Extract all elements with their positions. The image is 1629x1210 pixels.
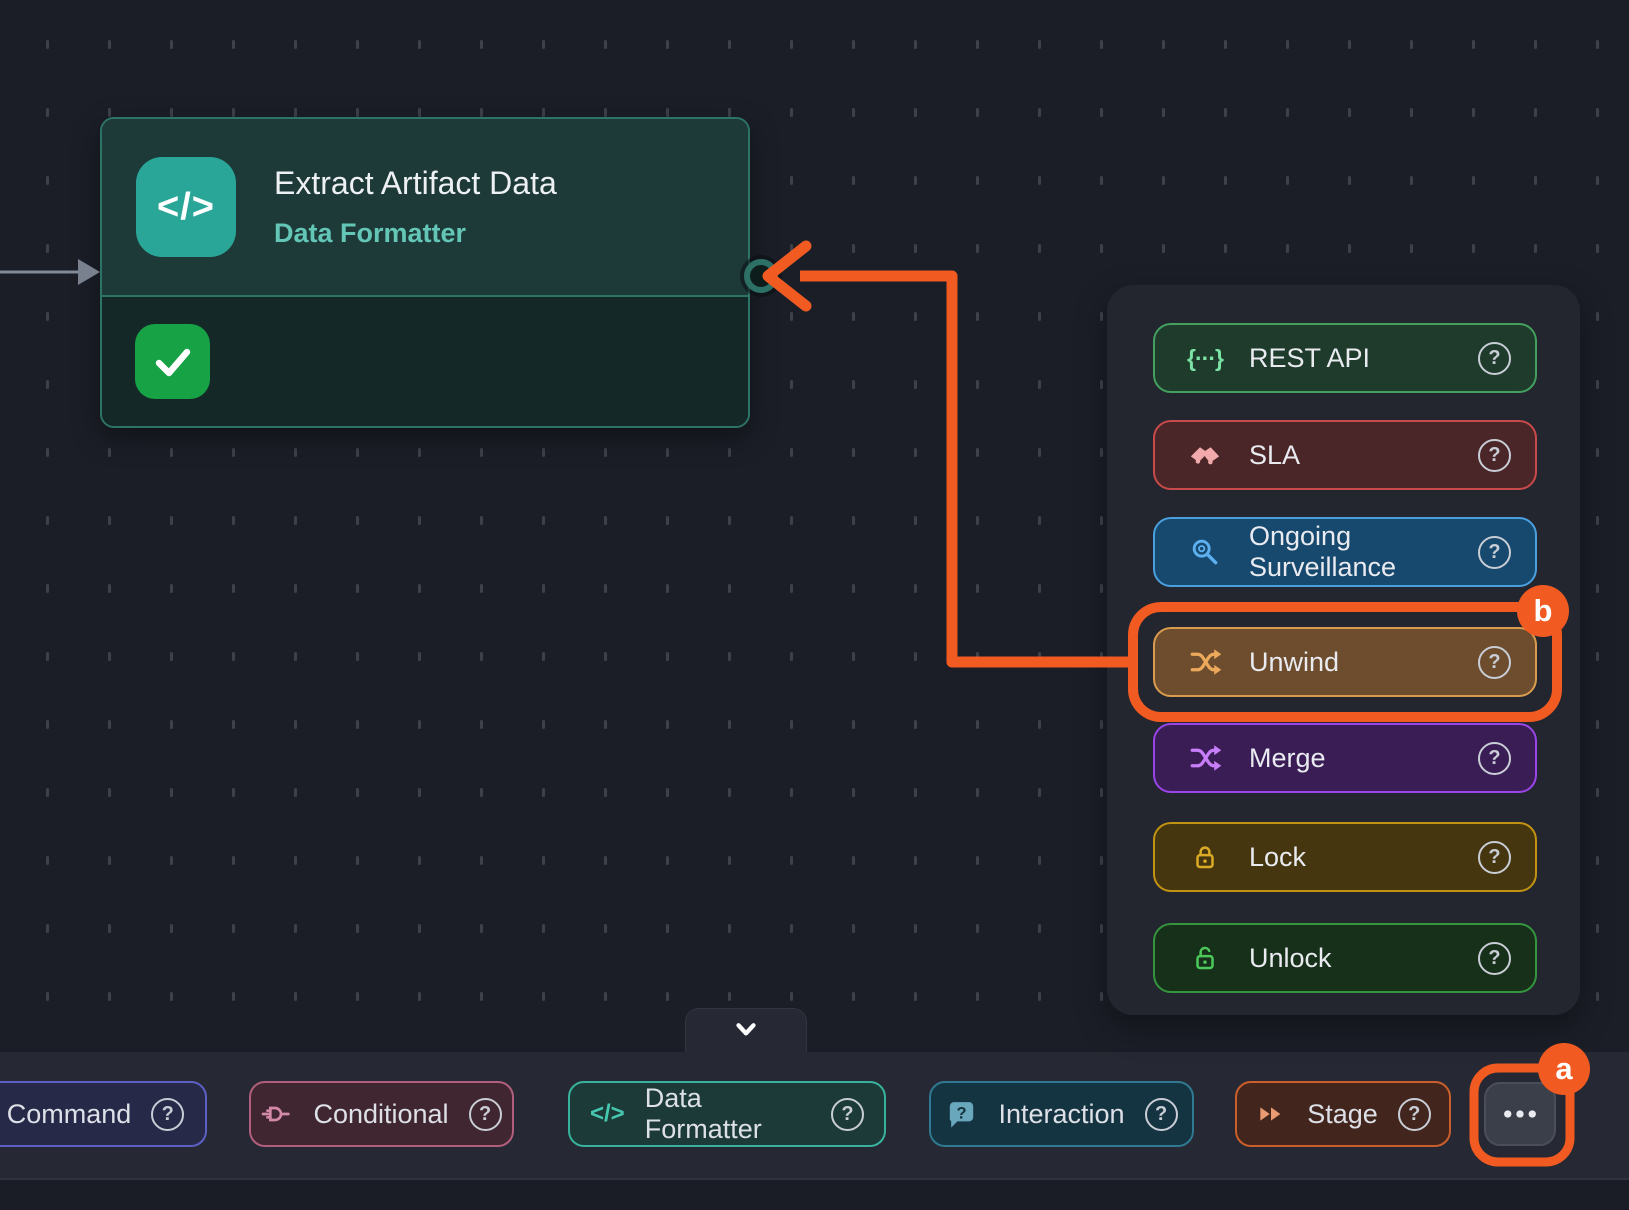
bottom-footer-strip <box>0 1178 1629 1210</box>
code-icon: </> <box>136 157 236 257</box>
workflow-node-extract-artifact-data[interactable]: </> Extract Artifact Data Data Formatter <box>100 117 750 428</box>
handshake-icon <box>1185 438 1225 472</box>
chat-icon: ? <box>945 1098 978 1131</box>
help-icon[interactable]: ? <box>1478 941 1511 975</box>
svg-text:?: ? <box>957 1104 967 1122</box>
node-palette-toolbar: Command?Conditional?</>Data Formatter??I… <box>0 1052 1629 1178</box>
menu-item-label: REST API <box>1249 342 1371 373</box>
node-subtitle: Data Formatter <box>274 218 467 248</box>
annotation-badge-a: a <box>1538 1043 1590 1095</box>
help-icon[interactable]: ? <box>1397 1097 1431 1131</box>
menu-item-label: SLA <box>1249 439 1301 470</box>
toolbar-item-data-formatter[interactable]: </> Data Formatter? <box>568 1081 886 1147</box>
ellipsis-icon <box>1499 1093 1541 1135</box>
toolbar-item-label: Stage <box>1307 1098 1378 1129</box>
split-icon <box>1185 741 1225 775</box>
chevron-down-icon <box>731 1014 761 1049</box>
code-icon: </> <box>590 1100 625 1127</box>
unlock-icon <box>1185 943 1225 973</box>
toolbar-item-conditional[interactable]: Conditional? <box>249 1081 514 1147</box>
toolbar-item-label: Conditional <box>313 1098 449 1129</box>
toolbar-item-label: Data Formatter <box>644 1083 762 1144</box>
magnifier-icon <box>1185 536 1225 568</box>
help-icon[interactable]: ? <box>1478 840 1511 874</box>
edge-arrow-left <box>0 259 100 285</box>
menu-item-merge[interactable]: Merge? <box>1153 723 1537 793</box>
menu-item-unwind[interactable]: Unwind? <box>1153 627 1537 697</box>
help-icon[interactable]: ? <box>1478 535 1511 569</box>
toolbar-collapse-tab[interactable] <box>685 1008 807 1054</box>
menu-item-label: Unwind <box>1249 646 1340 677</box>
help-icon[interactable]: ? <box>1478 341 1511 375</box>
node-title: Extract Artifact Data <box>274 165 557 201</box>
plug-icon <box>261 1098 293 1130</box>
toolbar-item-interaction[interactable]: ? Interaction? <box>929 1081 1194 1147</box>
annotation-badge-b: b <box>1517 585 1569 637</box>
help-icon[interactable]: ? <box>831 1097 864 1131</box>
menu-item-rest-api[interactable]: {···} REST API? <box>1153 323 1537 393</box>
fast-forward-icon <box>1255 1098 1287 1130</box>
help-icon[interactable]: ? <box>1478 645 1511 679</box>
menu-item-lock[interactable]: Lock? <box>1153 822 1537 892</box>
help-icon[interactable]: ? <box>1478 438 1511 472</box>
action-menu-panel: {···}REST API?SLA?Ongoing Surveillance?U… <box>1107 285 1580 1015</box>
check-icon <box>135 324 210 399</box>
node-status-row <box>102 297 748 426</box>
toolbar-item-label: Command <box>6 1098 132 1129</box>
help-icon[interactable]: ? <box>1478 741 1511 775</box>
help-icon[interactable]: ? <box>468 1097 502 1131</box>
lock-icon <box>1185 842 1225 872</box>
menu-item-label: Ongoing Surveillance <box>1249 521 1397 582</box>
braces-icon: {···} <box>1187 344 1224 371</box>
node-header: </> Extract Artifact Data Data Formatter <box>102 119 748 297</box>
node-input-connector[interactable] <box>744 259 778 293</box>
toolbar-item-more[interactable] <box>1484 1082 1556 1146</box>
menu-item-unlock[interactable]: Unlock? <box>1153 923 1537 993</box>
split-icon <box>1185 645 1225 679</box>
toolbar-item-command[interactable]: Command? <box>0 1081 207 1147</box>
menu-item-label: Lock <box>1249 841 1307 872</box>
callout-arrow-orange <box>762 240 1136 668</box>
menu-item-sla[interactable]: SLA? <box>1153 420 1537 490</box>
toolbar-item-stage[interactable]: Stage? <box>1235 1081 1451 1147</box>
help-icon[interactable]: ? <box>1144 1097 1178 1131</box>
menu-item-ongoing-surveillance[interactable]: Ongoing Surveillance? <box>1153 517 1537 587</box>
toolbar-item-label: Interaction <box>998 1098 1125 1129</box>
menu-item-label: Unlock <box>1249 942 1332 973</box>
menu-item-label: Merge <box>1249 742 1326 773</box>
help-icon[interactable]: ? <box>151 1097 185 1131</box>
